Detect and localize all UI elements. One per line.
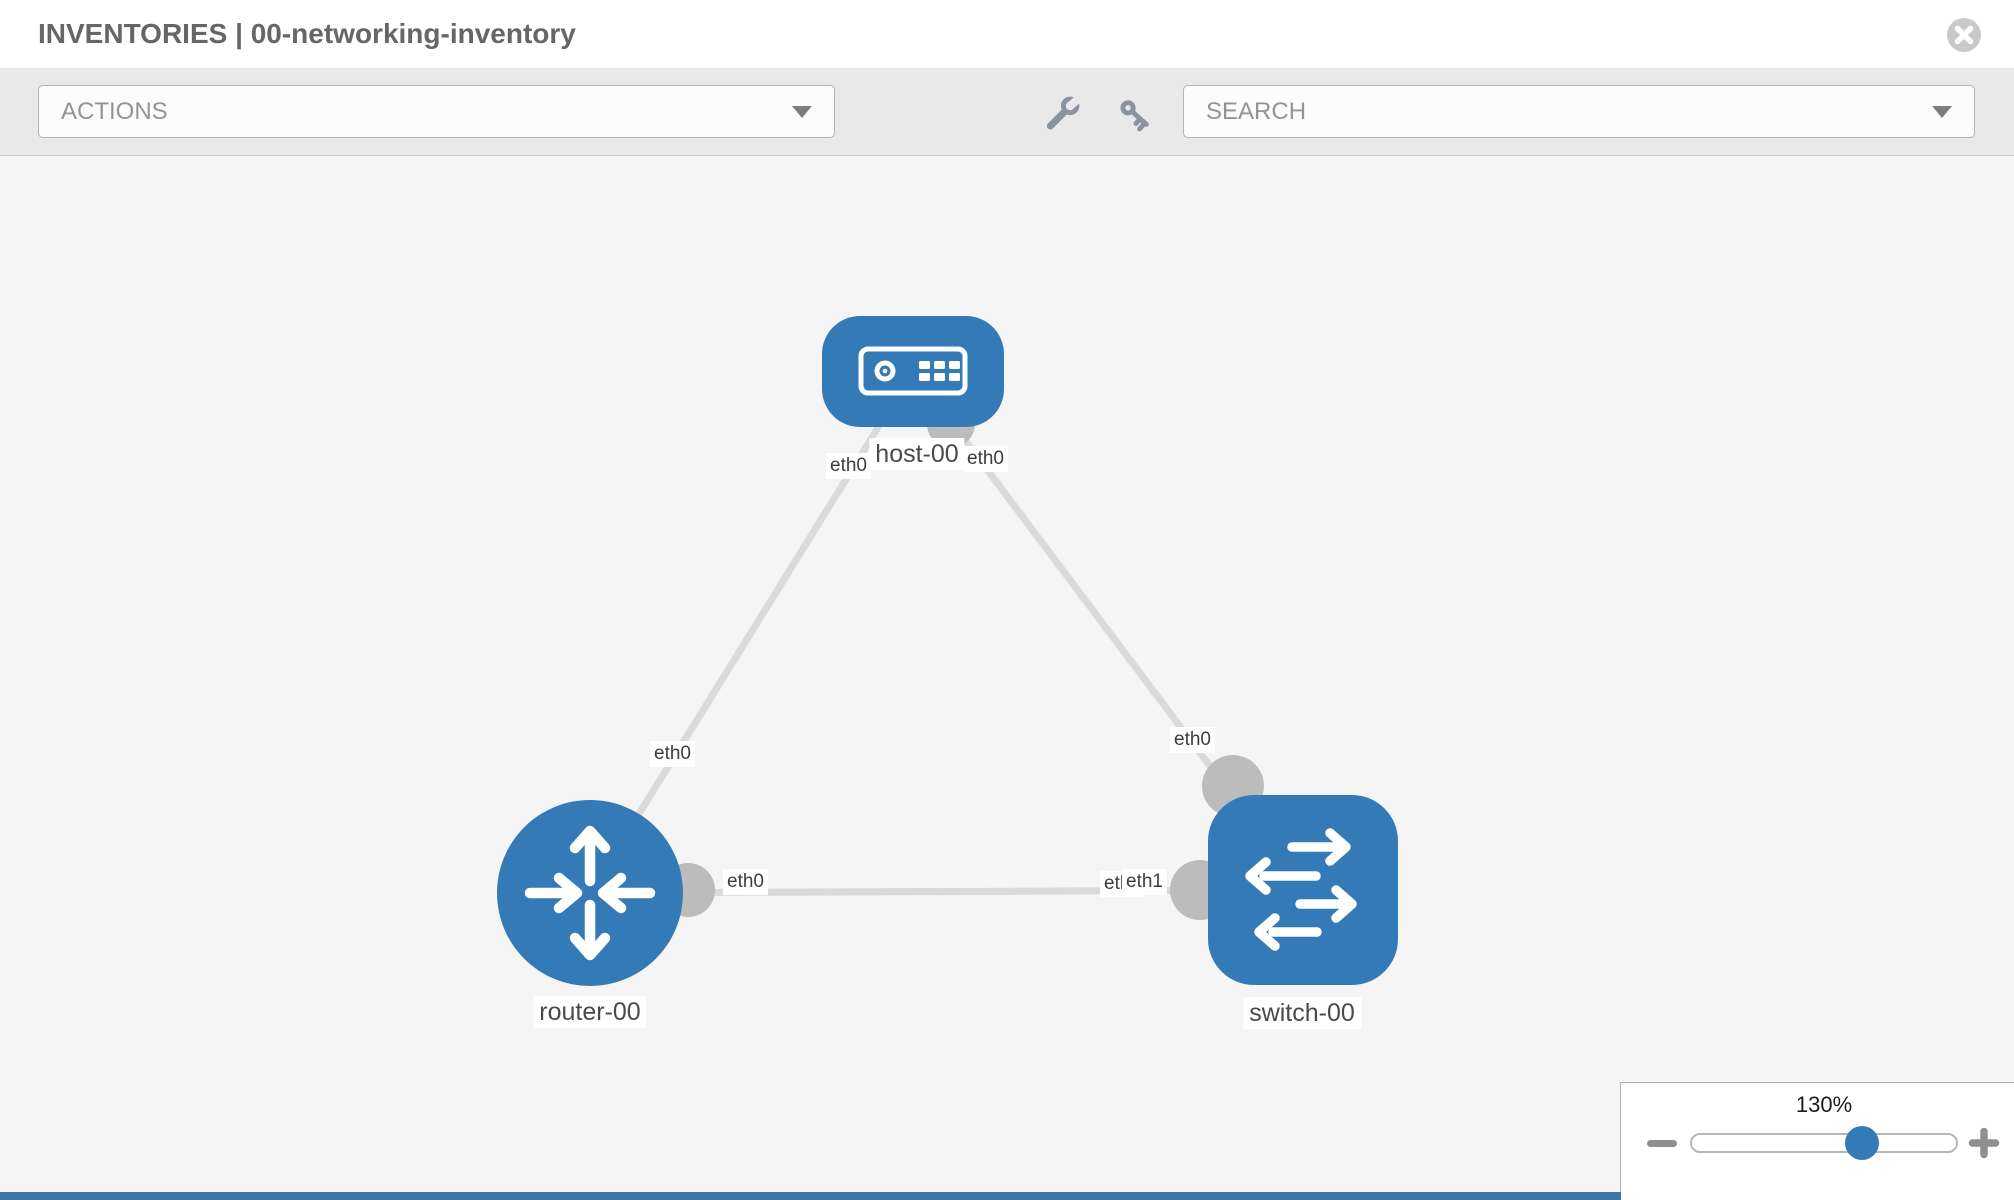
chevron-down-icon <box>792 105 812 118</box>
header: INVENTORIES | 00-networking-inventory <box>0 0 2014 69</box>
zoom-out-button[interactable] <box>1647 1140 1677 1147</box>
chevron-down-icon <box>1932 105 1952 118</box>
actions-dropdown-label: ACTIONS <box>61 97 168 125</box>
interface-label: eth0 <box>650 741 695 767</box>
topology-canvas[interactable] <box>0 156 2014 1200</box>
search-dropdown[interactable]: SEARCH <box>1183 85 1975 138</box>
actions-dropdown[interactable]: ACTIONS <box>38 85 835 138</box>
host-icon <box>858 346 968 396</box>
wrench-button[interactable] <box>1044 93 1084 137</box>
zoom-slider-thumb[interactable] <box>1845 1126 1879 1160</box>
node-label-host: host-00 <box>869 438 965 470</box>
node-host-00[interactable] <box>822 316 1004 427</box>
search-dropdown-label: SEARCH <box>1206 97 1307 125</box>
interface-label: eth0 <box>826 453 871 479</box>
node-label-switch: switch-00 <box>1243 997 1361 1029</box>
switch-icon <box>1245 828 1357 951</box>
interface-label: eth0 <box>1170 727 1215 753</box>
close-button[interactable] <box>1946 17 1982 53</box>
zoom-in-button[interactable] <box>1967 1126 2001 1165</box>
interface-label: eth0 <box>963 446 1008 472</box>
toolbar: ACTIONS SEARCH <box>0 69 2014 156</box>
key-icon <box>1120 100 1149 132</box>
close-icon <box>1947 18 1981 52</box>
wrench-icon <box>1046 93 1084 130</box>
interface-label: eth1 <box>1122 869 1167 895</box>
node-switch-00[interactable] <box>1208 795 1398 985</box>
router-icon <box>524 825 656 961</box>
interface-label: eth0 <box>723 869 768 895</box>
bottom-accent-bar <box>0 1192 1621 1200</box>
key-button[interactable] <box>1116 95 1156 140</box>
node-label-router: router-00 <box>533 996 647 1028</box>
zoom-slider-track[interactable] <box>1690 1133 1958 1153</box>
page-title: INVENTORIES | 00-networking-inventory <box>38 18 576 49</box>
node-router-00[interactable] <box>497 800 683 986</box>
plus-icon <box>1968 1127 2000 1159</box>
zoom-level: 130% <box>1795 1092 1853 1117</box>
